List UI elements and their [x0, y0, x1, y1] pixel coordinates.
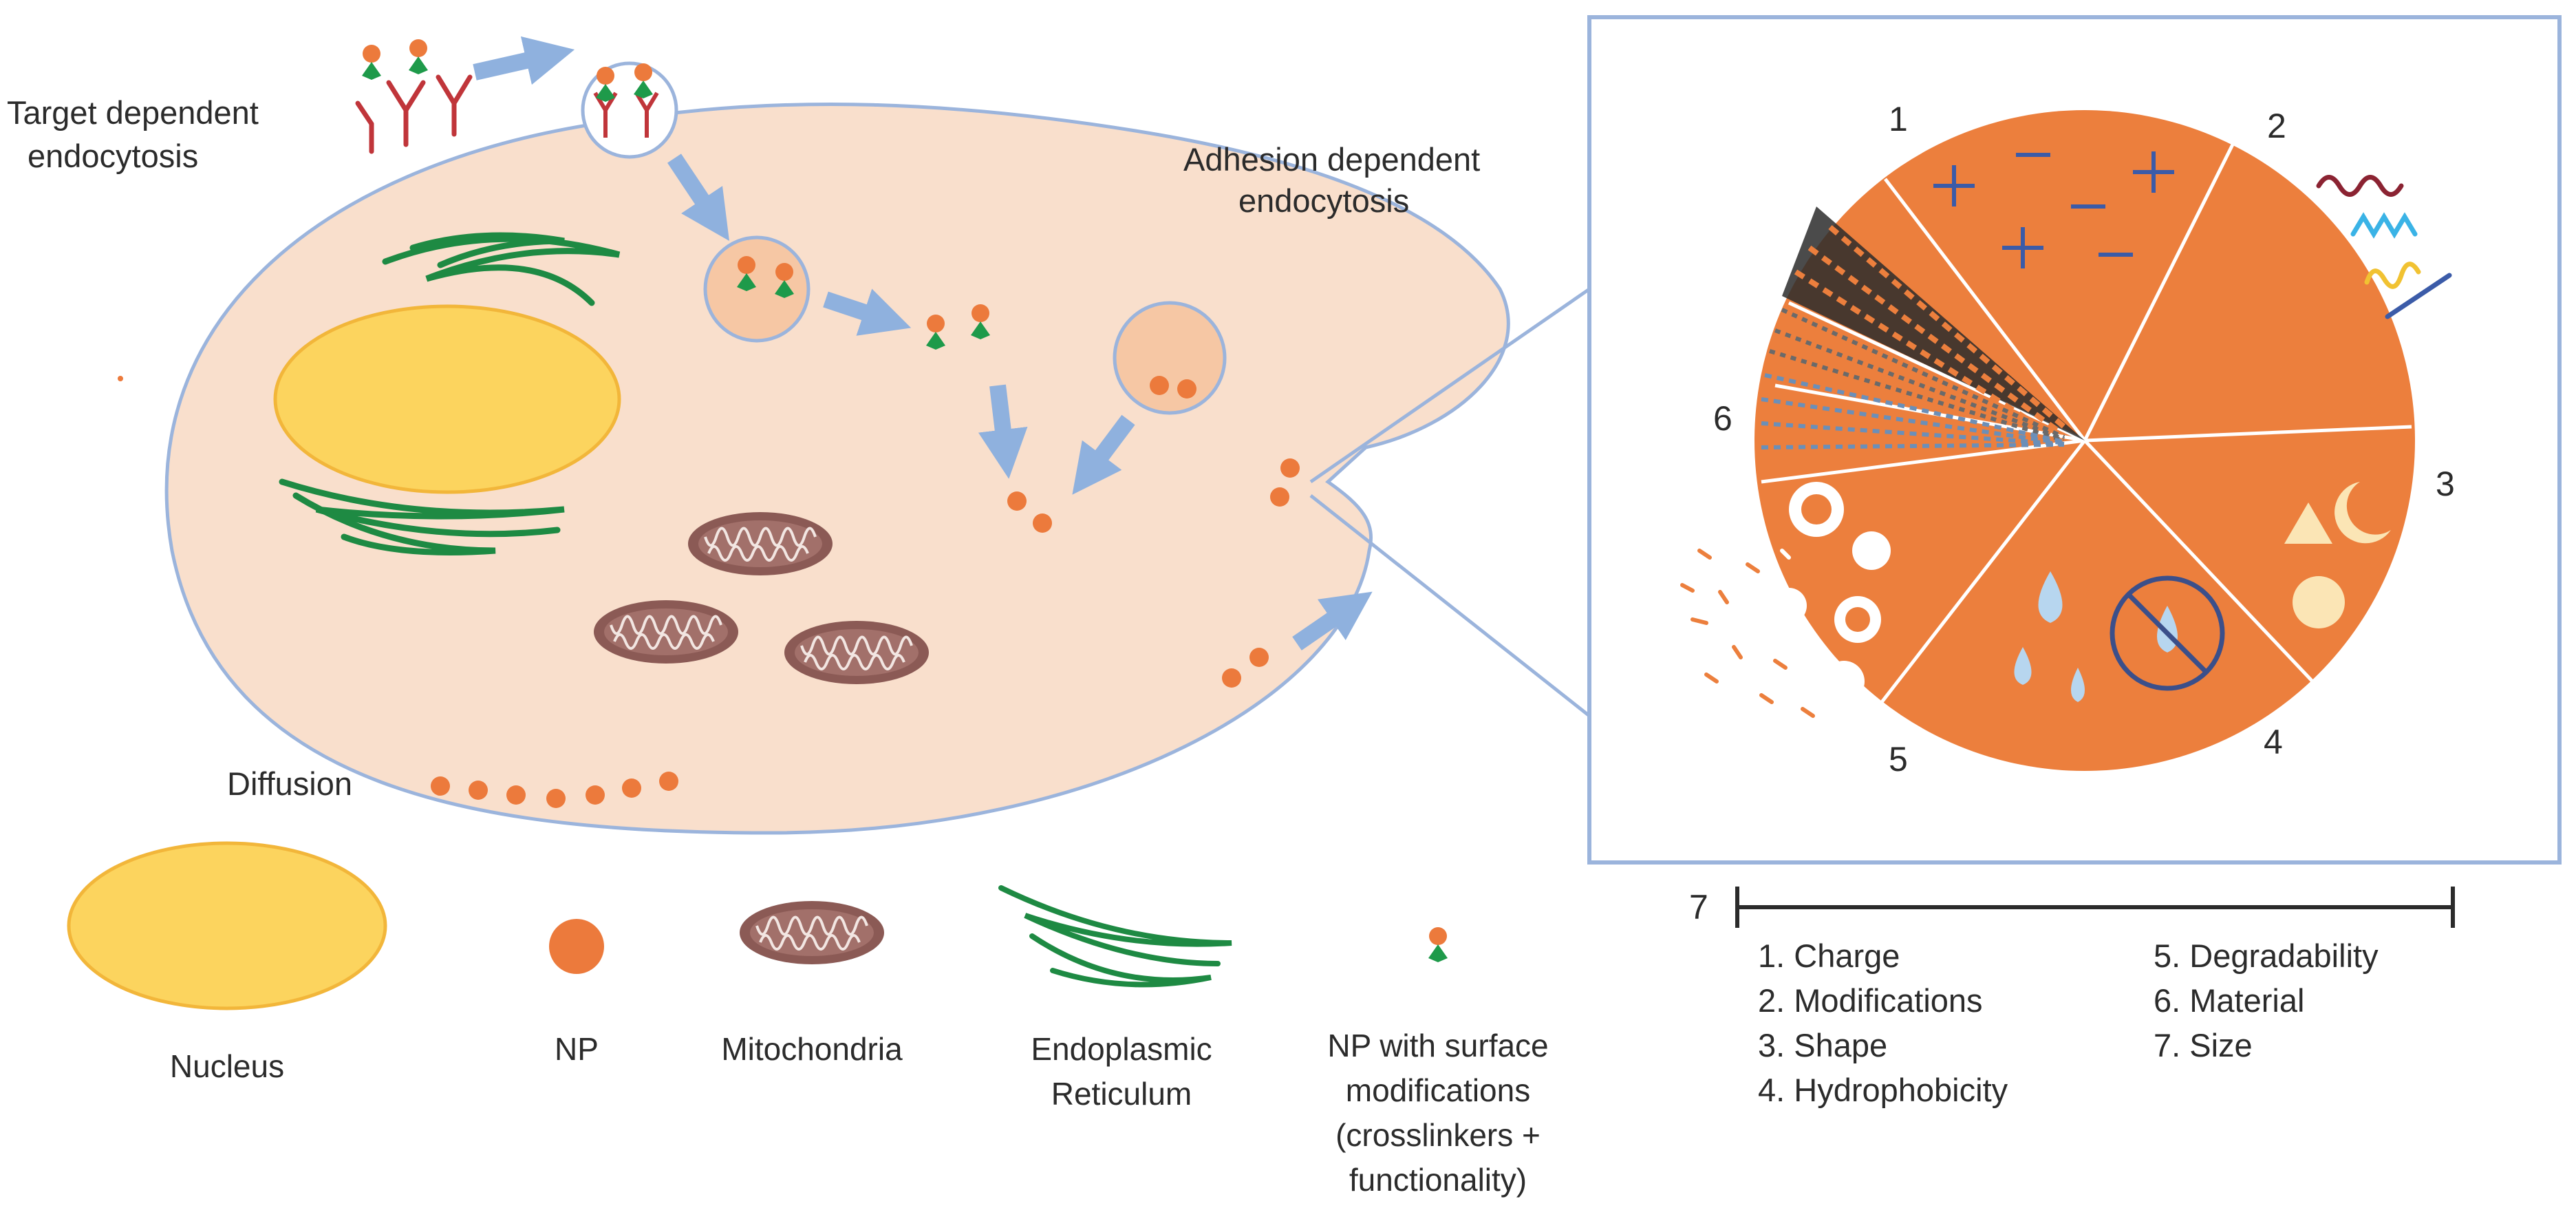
segment-number-4: 4	[2264, 723, 2283, 761]
mitochondrion	[783, 619, 930, 686]
zoom-lines	[1309, 287, 1591, 717]
crescent-icon	[2334, 482, 2391, 544]
legend-np-label: NP	[555, 1031, 599, 1067]
property-size: 7. Size	[2154, 1027, 2253, 1063]
receptor	[355, 74, 473, 154]
np	[1249, 648, 1269, 667]
arrow	[823, 288, 912, 336]
label-target-dependent: Target dependent	[7, 94, 259, 131]
legend-mitochondria-swatch	[738, 900, 886, 966]
charge-icons	[1933, 151, 2174, 268]
segment-number-5: 5	[1889, 740, 1908, 778]
material-texture	[1761, 206, 2085, 449]
label-adhesion-dependent: Adhesion dependent	[1183, 141, 1480, 178]
plus-icon	[2133, 151, 2174, 193]
segment-number-3: 3	[2436, 465, 2455, 503]
np	[118, 376, 123, 381]
np-with-ligand	[409, 39, 428, 74]
legend-er-label-1: Endoplasmic	[1031, 1031, 1212, 1067]
cell	[164, 103, 1510, 835]
nucleus	[273, 304, 621, 494]
legend-np-mod-swatch	[1428, 927, 1448, 962]
segment-number-1: 1	[1889, 100, 1908, 138]
modification-chains	[2316, 175, 2452, 319]
legend-mitochondria-label: Mitochondria	[721, 1031, 903, 1067]
np	[1007, 491, 1027, 511]
property-material: 6. Material	[2154, 982, 2304, 1019]
pathway-arrows	[473, 36, 1373, 650]
legend-np-mod-label-2: modifications	[1346, 1072, 1530, 1108]
legend-np-mod-label-3: (crosslinkers +	[1335, 1117, 1541, 1153]
diffusing-np-row	[431, 772, 678, 808]
legend-np-mod-label-1: NP with surface	[1327, 1028, 1548, 1063]
np-with-ligand	[362, 45, 381, 80]
np	[1280, 458, 1300, 478]
legend-er-label-2: Reticulum	[1051, 1076, 1192, 1112]
legend-np-swatch	[549, 919, 604, 974]
circle-icon	[2293, 576, 2345, 628]
plus-icon	[1933, 165, 1975, 206]
droplet-icon	[2014, 647, 2032, 685]
size-scale-bar	[1735, 887, 2455, 928]
plus-icon	[2002, 227, 2043, 268]
np	[1270, 487, 1289, 507]
arrow	[1072, 414, 1135, 495]
no-water-icon	[2110, 575, 2225, 691]
np	[1033, 513, 1052, 533]
np	[1222, 668, 1241, 688]
droplet-icon	[2038, 571, 2063, 623]
mitochondrion	[687, 511, 834, 577]
segment-number-2: 2	[2267, 107, 2286, 145]
legend-nucleus-swatch	[67, 841, 387, 1010]
property-hydrophobicity: 4. Hydrophobicity	[1758, 1072, 2008, 1108]
cell-membrane	[164, 103, 1510, 835]
legend-nucleus-label: Nucleus	[170, 1048, 284, 1084]
degradability-icons	[1680, 482, 1891, 718]
triangle-icon	[2284, 502, 2332, 544]
property-shape: 3. Shape	[1758, 1027, 1887, 1063]
property-degradability: 5. Degradability	[2154, 937, 2379, 974]
arrow	[473, 36, 575, 85]
mitochondrion	[592, 599, 740, 665]
arrow	[667, 153, 729, 241]
property-modifications: 2. Modifications	[1758, 982, 1983, 1019]
endosome	[703, 235, 811, 343]
vesicle	[1113, 301, 1227, 415]
segment-number-6: 6	[1713, 399, 1732, 438]
label-target-dependent-2: endocytosis	[28, 138, 198, 174]
label-adhesion-dependent-2: endocytosis	[1238, 182, 1409, 219]
droplet-icon	[2071, 668, 2085, 702]
arrow	[978, 384, 1028, 479]
membrane-invagination	[581, 61, 678, 159]
arrow	[1292, 591, 1373, 650]
hydrophobicity-icons	[2014, 571, 2225, 702]
size-number: 7	[1689, 888, 1708, 926]
property-charge: 1. Charge	[1758, 937, 1900, 974]
legend-er-swatch	[998, 885, 1232, 988]
shape-icons	[2284, 482, 2391, 628]
legend-np-mod-label-4: functionality)	[1349, 1162, 1527, 1198]
label-diffusion: Diffusion	[227, 765, 352, 802]
endoplasmic-reticulum	[279, 232, 621, 555]
